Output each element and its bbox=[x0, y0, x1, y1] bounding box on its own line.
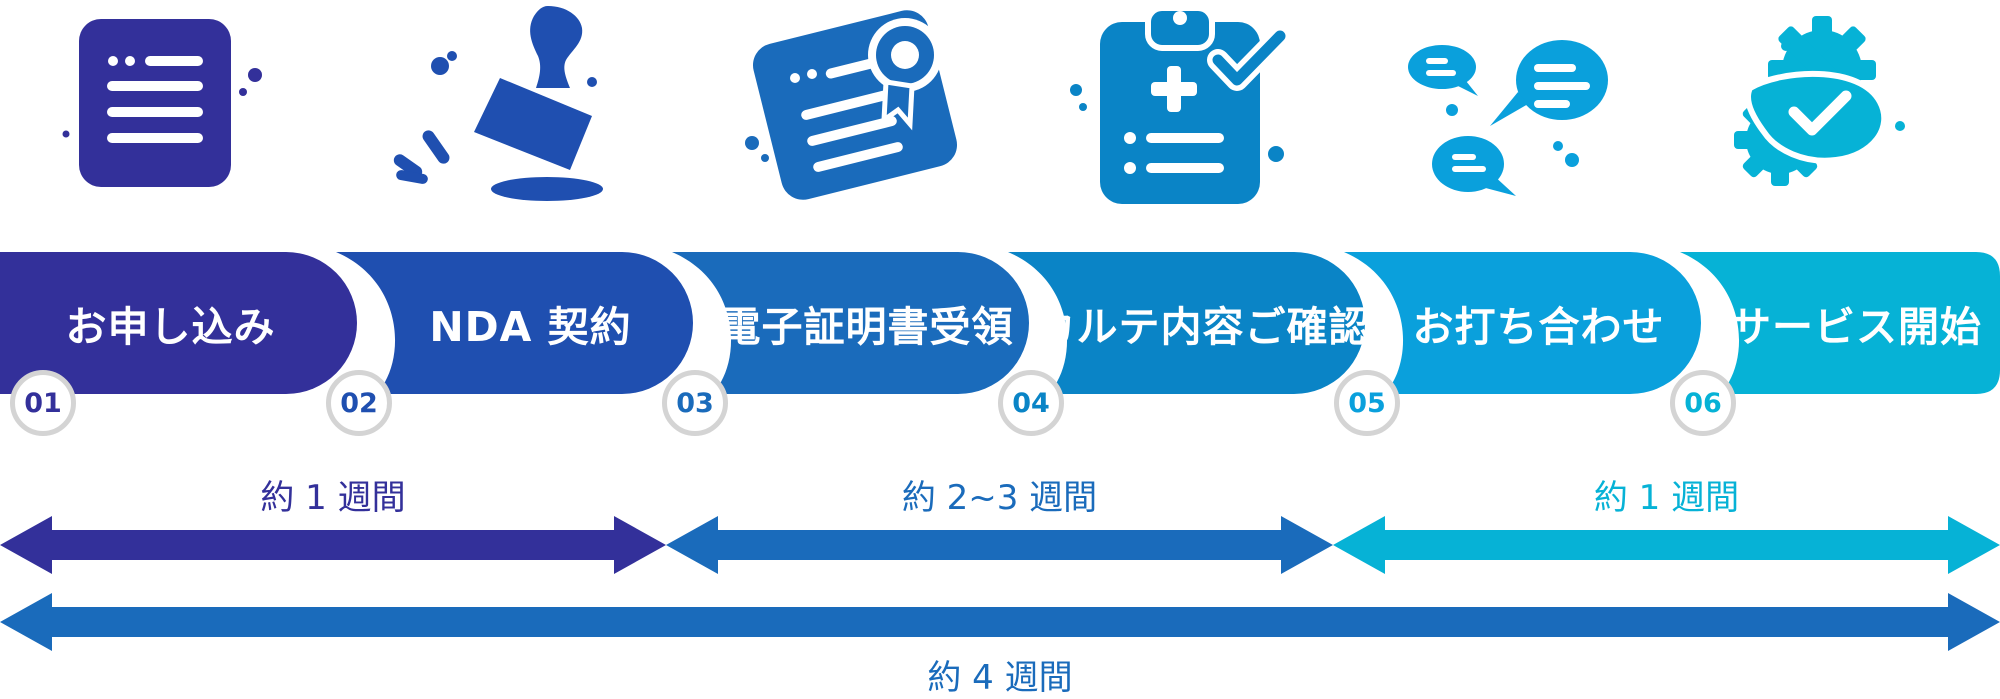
step-label-01: お申し込み bbox=[65, 303, 276, 351]
total-duration-arrow bbox=[0, 593, 2000, 651]
step-shape-04 bbox=[1008, 252, 1365, 394]
step-shape-05 bbox=[1344, 252, 1701, 394]
step-label-02: NDA 契約 bbox=[429, 303, 632, 351]
step-shape-02 bbox=[336, 252, 693, 394]
step-number-01: 01 bbox=[10, 370, 76, 436]
step-number-05: 05 bbox=[1334, 370, 1400, 436]
stamp-icon bbox=[393, 6, 603, 201]
clipboard-check-icon bbox=[1070, 5, 1291, 204]
duration-arrow-1 bbox=[0, 516, 666, 574]
step-shape-06 bbox=[1680, 252, 2000, 394]
duration-label-3: 約 1 週間 bbox=[1593, 478, 1740, 518]
total-duration-label: 約 4 週間 bbox=[927, 658, 1073, 698]
step-shape-01 bbox=[0, 252, 357, 394]
duration-arrow-3 bbox=[1333, 516, 2000, 574]
step-number-04: 04 bbox=[998, 370, 1064, 436]
step-label-06: サービス開始 bbox=[1730, 303, 1982, 351]
duration-arrow-2 bbox=[666, 516, 1333, 574]
duration-label-2: 約 2~3 週間 bbox=[901, 478, 1098, 518]
gear-check-icon bbox=[1734, 16, 1905, 186]
step-label-03: 電子証明書受領 bbox=[719, 303, 1014, 351]
step-number-03: 03 bbox=[662, 370, 728, 436]
step-label-04: カルテ内容ご確認 bbox=[1034, 303, 1371, 351]
certificate-icon bbox=[745, 10, 958, 200]
chat-bubbles-icon bbox=[1408, 40, 1608, 196]
step-label-05: お打ち合わせ bbox=[1412, 303, 1665, 351]
document-list-icon bbox=[62, 19, 262, 187]
step-number-06: 06 bbox=[1670, 370, 1736, 436]
duration-label-1: 約 1 週間 bbox=[260, 478, 406, 518]
step-number-02: 02 bbox=[326, 370, 392, 436]
step-shape-03 bbox=[672, 252, 1029, 394]
